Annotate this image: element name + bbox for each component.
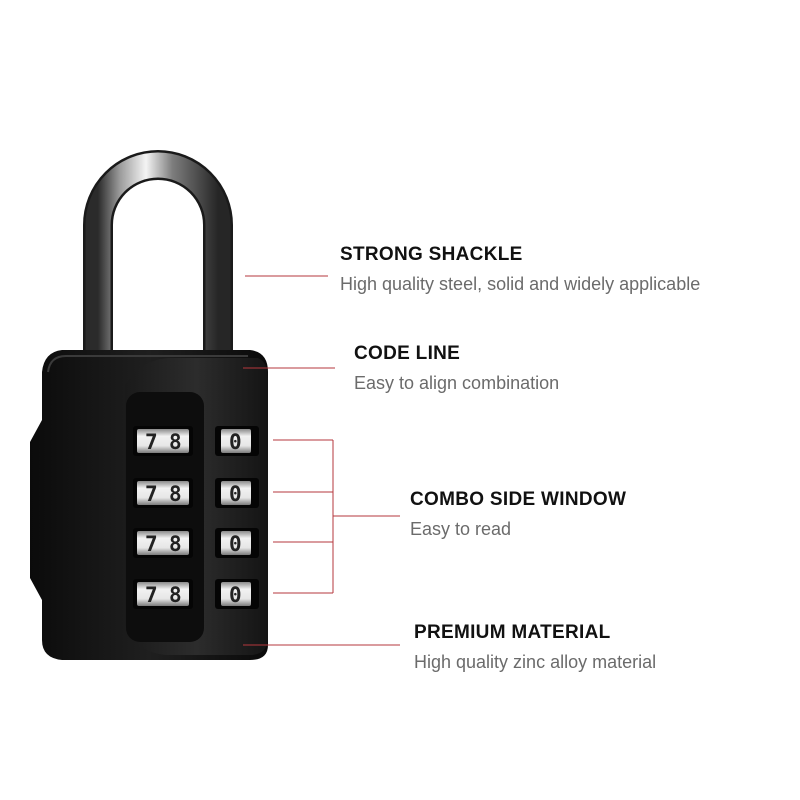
shackle <box>83 150 233 360</box>
side-window-wheel <box>221 531 251 555</box>
feature-description: High quality zinc alloy material <box>414 652 657 672</box>
dial-wheel[interactable] <box>137 481 189 505</box>
dial-digit: 8 <box>169 482 182 506</box>
dial-wheel[interactable] <box>137 582 189 606</box>
feature-premium-material: PREMIUM MATERIAL High quality zinc alloy… <box>414 622 656 673</box>
dial-digit: 8 <box>169 430 182 454</box>
feature-description: Easy to read <box>410 519 512 539</box>
feature-description: High quality steel, solid and widely app… <box>340 274 701 294</box>
feature-title: PREMIUM MATERIAL <box>414 622 611 643</box>
side-window-wheel <box>221 582 251 606</box>
feature-title: STRONG SHACKLE <box>340 244 523 265</box>
side-window-wheel <box>221 429 251 453</box>
side-window-digit: 0 <box>229 430 242 454</box>
dial-digit: 7 <box>145 430 158 454</box>
side-window-digit: 0 <box>229 532 242 556</box>
dial-digit: 8 <box>169 532 182 556</box>
feature-title: CODE LINE <box>354 343 461 364</box>
dial-digit: 7 <box>145 482 158 506</box>
dial-wheel[interactable] <box>137 531 189 555</box>
feature-description: Easy to align combination <box>354 373 560 393</box>
feature-strong-shackle: STRONG SHACKLE High quality steel, solid… <box>340 244 700 295</box>
side-window-digit: 0 <box>229 583 242 607</box>
dial-digit: 8 <box>169 583 182 607</box>
feature-combo-side-window: COMBO SIDE WINDOW Easy to read <box>410 489 626 540</box>
side-window-digit: 0 <box>229 482 242 506</box>
side-window-wheel <box>221 481 251 505</box>
feature-title: COMBO SIDE WINDOW <box>410 489 627 510</box>
dial-digit: 7 <box>145 583 158 607</box>
dial-digit: 7 <box>145 532 158 556</box>
dial-wheel[interactable] <box>137 429 189 453</box>
leader-lines <box>243 275 400 646</box>
feature-code-line: CODE LINE Easy to align combination <box>354 343 559 394</box>
